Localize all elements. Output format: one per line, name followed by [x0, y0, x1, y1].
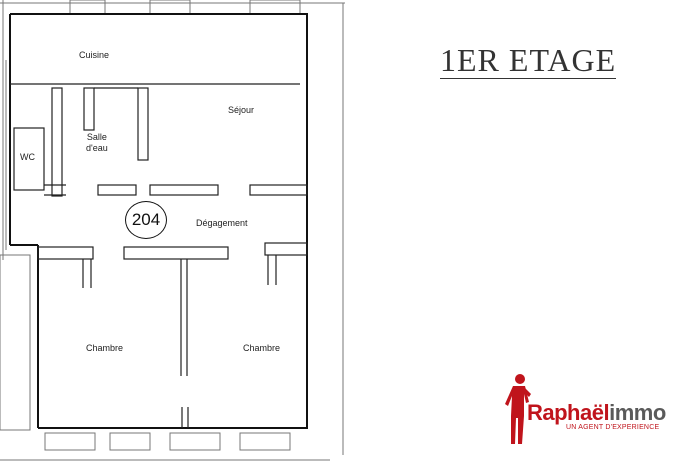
- logo-tagline: UN AGENT D'EXPERIENCE: [566, 424, 660, 431]
- room-label-wc: WC: [20, 152, 35, 162]
- agency-logo: Raphaëlimmo UN AGENT D'EXPERIENCE: [503, 372, 688, 447]
- room-label-hallway: Dégagement: [196, 218, 248, 228]
- room-label-kitchen: Cuisine: [79, 50, 110, 60]
- room-label-bedroom-right: Chambre: [243, 343, 281, 353]
- floor-title: 1ER ETAGE: [440, 42, 617, 79]
- person-silhouette-icon: [505, 374, 531, 444]
- room-label-bathroom: Salle d'eau: [86, 132, 108, 154]
- logo-wordmark-part2: immo: [609, 400, 666, 425]
- room-label-living: Séjour: [228, 105, 255, 115]
- logo-wordmark: Raphaëlimmo: [527, 400, 666, 426]
- logo-wordmark-part1: Raphaël: [527, 400, 610, 425]
- room-label-bathroom-line2: d'eau: [86, 143, 108, 153]
- room-label-bathroom-line1: Salle: [86, 132, 107, 142]
- room-label-bedroom-left: Chambre: [86, 343, 124, 353]
- unit-number-badge: 204: [125, 201, 167, 239]
